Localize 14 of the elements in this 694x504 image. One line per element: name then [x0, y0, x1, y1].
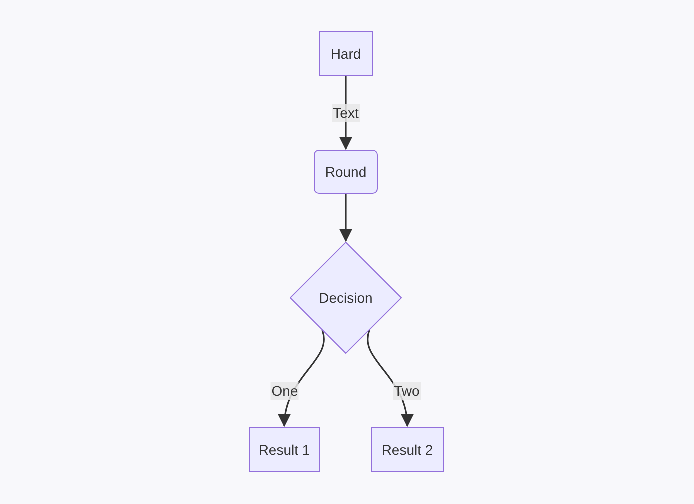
node-label: Hard [330, 46, 362, 62]
arrow [340, 194, 352, 242]
process-box [249, 427, 320, 472]
edge-label: Text [332, 104, 360, 122]
decision-diamond [290, 242, 402, 354]
edge-label: Two [393, 382, 421, 400]
node-label: Decision [319, 290, 373, 306]
process-box [314, 150, 378, 194]
node-label: Round [325, 164, 367, 180]
node-label: Result 2 [382, 442, 434, 458]
process-box [371, 427, 444, 472]
edge-label: One [270, 382, 300, 400]
process-box [319, 31, 373, 76]
node-label: Result 1 [258, 442, 310, 458]
